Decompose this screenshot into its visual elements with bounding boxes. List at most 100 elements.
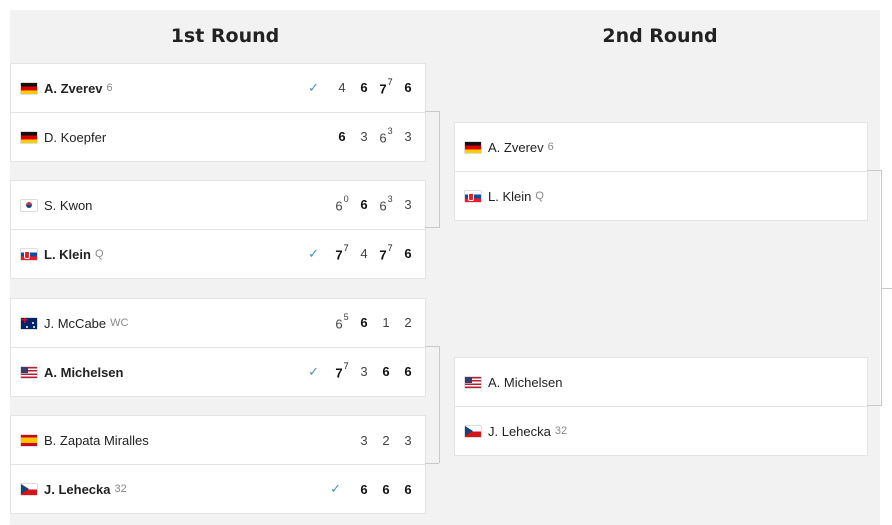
set-score: 60 — [335, 193, 349, 213]
player-seed: 32 — [554, 425, 568, 437]
round-header-2nd: 2nd Round — [440, 10, 880, 62]
set-score: 6 — [401, 482, 415, 497]
tiebreak-score: 5 — [343, 311, 349, 322]
set-score: 3 — [357, 433, 371, 448]
player-name[interactable]: A. Michelsen — [44, 364, 124, 380]
bracket-connector — [867, 170, 881, 171]
set-score: 6 — [379, 482, 393, 497]
checkmark-icon: ✓ — [330, 481, 341, 496]
south-korea-flag-icon — [21, 199, 37, 211]
usa-flag-icon — [465, 376, 481, 388]
set-games: 7 — [379, 81, 387, 97]
set-games: 3 — [404, 432, 412, 448]
player-name[interactable]: S. Kwon — [44, 197, 93, 213]
germany-flag-icon — [21, 82, 37, 94]
set-games: 6 — [360, 481, 368, 497]
set-score: 63 — [379, 125, 393, 145]
set-score: 6 — [401, 364, 415, 379]
set-score: 4 — [335, 80, 349, 95]
set-score: 77 — [379, 76, 393, 97]
set-score: 3 — [401, 433, 415, 448]
player-name[interactable]: J. Lehecka — [488, 423, 551, 439]
set-games: 6 — [404, 246, 412, 262]
set-games: 6 — [335, 316, 343, 332]
player-name[interactable]: L. Klein — [488, 188, 532, 204]
tiebreak-score: 7 — [387, 76, 393, 87]
set-games: 6 — [360, 315, 368, 331]
set-games: 3 — [360, 432, 368, 448]
bracket-connector — [425, 346, 439, 347]
set-games: 3 — [404, 197, 412, 213]
set-games: 6 — [404, 364, 412, 380]
player-name[interactable]: J. Lehecka — [44, 481, 111, 497]
checkmark-icon: ✓ — [308, 79, 319, 95]
set-games: 7 — [379, 247, 387, 263]
tiebreak-score: 0 — [343, 193, 349, 204]
set-score: 65 — [335, 311, 349, 332]
set-games: 6 — [338, 129, 346, 145]
round-header-1st: 1st Round — [10, 10, 440, 62]
czech-flag-icon — [465, 425, 481, 437]
player-name[interactable]: A. Michelsen — [488, 374, 563, 390]
set-score: 1 — [379, 315, 393, 330]
set-games: 6 — [382, 364, 390, 380]
set-games: 3 — [360, 129, 368, 145]
player-seed: Q — [535, 190, 544, 202]
czech-flag-icon — [21, 483, 37, 495]
set-games: 4 — [360, 246, 368, 262]
player-seed: 6 — [547, 141, 554, 153]
set-score: 6 — [401, 246, 415, 261]
player-name[interactable]: D. Koepfer — [44, 129, 107, 145]
set-score: 4 — [357, 246, 371, 261]
set-score: 77 — [335, 243, 349, 262]
set-games: 3 — [404, 129, 412, 145]
set-games: 3 — [360, 364, 368, 380]
player-name[interactable]: B. Zapata Miralles — [44, 432, 149, 448]
set-score: 2 — [379, 433, 393, 448]
set-score: 6 — [357, 315, 371, 330]
set-games: 6 — [404, 481, 412, 497]
player-name[interactable]: J. McCabe — [44, 315, 107, 331]
set-games: 6 — [360, 197, 368, 213]
tiebreak-score: 3 — [387, 125, 393, 136]
set-score: 6 — [357, 482, 371, 497]
set-games: 6 — [379, 198, 387, 214]
set-score: 6 — [357, 197, 371, 212]
set-games: 4 — [338, 80, 346, 96]
player-row[interactable]: A. Michelsen — [455, 358, 867, 406]
player-name[interactable]: A. Zverev — [488, 139, 544, 155]
set-score: 6 — [357, 80, 371, 95]
bracket-connector — [425, 463, 439, 464]
set-score: 3 — [401, 129, 415, 144]
set-score: 6 — [379, 364, 393, 379]
player-seed: 32 — [114, 483, 127, 495]
player-name[interactable]: A. Zverev — [44, 80, 103, 96]
germany-flag-icon — [21, 131, 37, 143]
player-name[interactable]: L. Klein — [44, 246, 91, 262]
set-games: 7 — [335, 365, 343, 381]
bracket-connector — [439, 111, 440, 228]
checkmark-icon: ✓ — [308, 363, 319, 379]
